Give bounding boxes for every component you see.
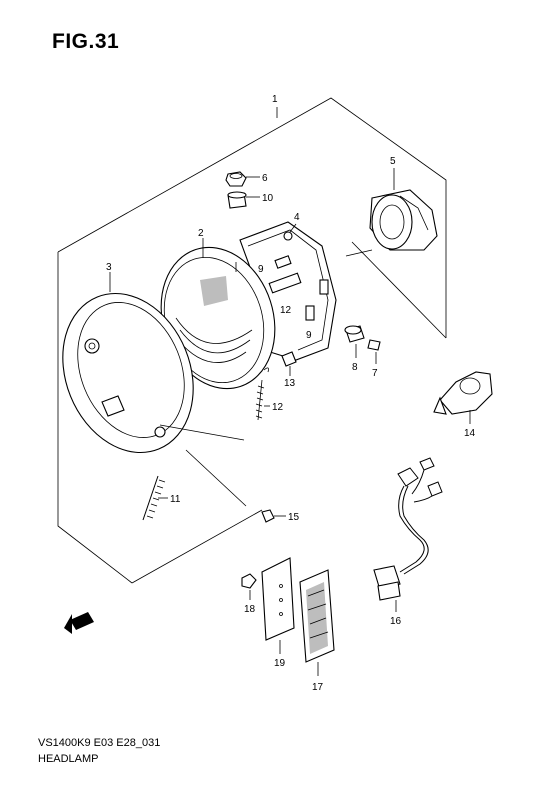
callout-11: 11 <box>170 494 181 505</box>
callout-19: 19 <box>274 658 286 669</box>
callout-6: 6 <box>262 173 268 184</box>
callout-13: 13 <box>284 378 296 389</box>
leader-lines <box>159 249 373 507</box>
callout-9b: 9 <box>306 330 312 341</box>
callout-7: 7 <box>372 368 378 379</box>
diagram-name: HEADLAMP <box>38 753 99 765</box>
figure-title: FIG.31 <box>52 30 120 53</box>
nut-part <box>241 573 257 600</box>
callout-10: 10 <box>262 193 274 204</box>
headlamp-bracket-part <box>239 221 337 361</box>
headlamp-rim-part <box>62 272 194 454</box>
grommet-part <box>225 171 260 187</box>
reflector-plate-part <box>261 557 295 654</box>
spring-part <box>255 367 270 421</box>
callout-18: 18 <box>244 604 256 615</box>
callout-12a: 12 <box>272 402 284 413</box>
callout-5: 5 <box>390 156 396 167</box>
reflector-part <box>299 569 335 676</box>
bolt-part <box>367 339 381 364</box>
callout-8: 8 <box>352 362 358 373</box>
assembly-outline <box>57 97 447 584</box>
headlamp-unit-part <box>160 238 276 390</box>
housing-cover-part <box>369 168 438 251</box>
adjuster-screw-part <box>142 475 168 521</box>
wiring-harness-part <box>373 457 443 612</box>
screw-part <box>261 509 286 523</box>
headlamp-bulb-part <box>433 371 493 424</box>
callout-3: 3 <box>106 262 112 273</box>
damper-part <box>227 191 260 209</box>
callout-9a: 9 <box>258 264 264 275</box>
callout-17: 17 <box>312 682 324 693</box>
callout-4: 4 <box>294 212 300 223</box>
callout-15: 15 <box>288 512 300 523</box>
callout-12b: 12 <box>280 305 292 316</box>
callout-14: 14 <box>464 428 476 439</box>
diagram-code: VS1400K9 E03 E28_031 <box>38 737 161 749</box>
callout-1: 1 <box>272 94 278 105</box>
forward-arrow-icon <box>64 612 94 634</box>
callout-2: 2 <box>198 228 204 239</box>
callout-16: 16 <box>390 616 402 627</box>
cushion-part <box>344 325 365 358</box>
clip-part <box>281 351 297 376</box>
